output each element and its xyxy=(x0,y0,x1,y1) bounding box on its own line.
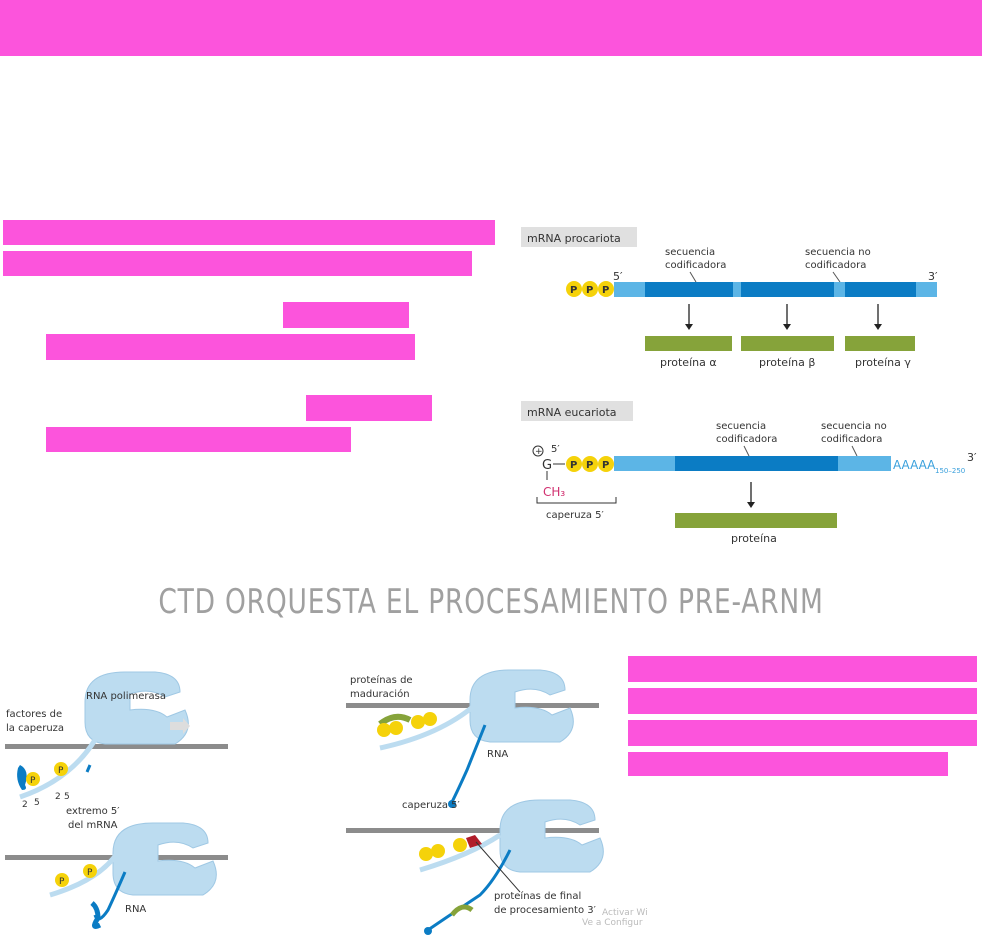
noncoding-label: codificadora xyxy=(821,434,882,445)
panel-2: P P RNA xyxy=(5,822,228,929)
p-label: P xyxy=(570,460,577,471)
highlight-bar xyxy=(628,752,948,776)
plus-sign: + xyxy=(535,447,543,457)
panel-3: proteínas de maduración RNA caperuza 5′ xyxy=(346,669,599,811)
eukaryote-panel: mRNA eucariota secuencia codificadora se… xyxy=(521,401,977,545)
cap-factor-icon xyxy=(17,765,27,790)
mrna-comparison-figure: mRNA procariota secuencia codificadora s… xyxy=(521,227,977,545)
position-label: 2 xyxy=(22,800,28,810)
maturation-protein-icon xyxy=(378,713,412,727)
prokaryote-label: mRNA procariota xyxy=(527,232,621,245)
highlight-bar xyxy=(283,302,409,328)
coding-label: codificadora xyxy=(665,260,726,271)
panel-4: proteínas de final de procesamiento 3′ xyxy=(346,799,604,935)
phosphate-group: P P P xyxy=(566,281,614,297)
highlight-bar xyxy=(3,220,495,245)
maturation-label: maduración xyxy=(350,688,410,700)
p-label: P xyxy=(602,285,609,296)
panel-1: P P RNA polimerasa factores de la caperu… xyxy=(5,671,228,831)
coding-label: codificadora xyxy=(716,434,777,445)
position-label: 5 xyxy=(34,798,40,808)
protein-alpha-label: proteína α xyxy=(660,356,717,369)
protein-beta-label: proteína β xyxy=(759,356,815,369)
maturation-label: proteínas de xyxy=(350,674,413,686)
highlight-bar xyxy=(628,688,977,714)
cap-label: caperuza 5′ xyxy=(402,800,460,811)
p-label: P xyxy=(59,877,65,887)
watermark-line: Ve a Configur xyxy=(582,918,643,928)
end-proteins-label: de procesamiento 3′ xyxy=(494,905,597,916)
rna-label: RNA xyxy=(487,749,508,760)
position-label: 2 xyxy=(55,792,61,802)
header-banner xyxy=(0,0,982,56)
p-label: P xyxy=(602,460,609,471)
end-proteins-label: proteínas de final xyxy=(494,890,581,902)
rna-label: RNA xyxy=(125,904,146,915)
coding-label: secuencia xyxy=(716,421,766,432)
cap-label: caperuza 5′ xyxy=(546,510,604,521)
highlight-bar xyxy=(628,656,977,682)
eukaryote-label: mRNA eucariota xyxy=(527,406,617,419)
p-label: P xyxy=(87,868,93,878)
cap-factors-label: factores de xyxy=(6,709,62,720)
noncoding-label: secuencia no xyxy=(821,421,887,432)
five-end-label: extremo 5′ xyxy=(66,806,120,817)
coding-label: secuencia xyxy=(665,247,715,258)
activation-watermark: Activar Wi Ve a Configur xyxy=(582,908,648,928)
capping-process-figure: P P RNA polimerasa factores de la caperu… xyxy=(5,669,604,935)
rna-polymerase-label: RNA polimerasa xyxy=(86,691,166,702)
protein-gamma-label: proteína γ xyxy=(855,356,911,369)
five-end-label: del mRNA xyxy=(68,820,118,831)
highlight-bar xyxy=(3,251,472,276)
noncoding-label: codificadora xyxy=(805,260,866,271)
cap-factors-label: la caperuza xyxy=(6,723,64,734)
highlight-bar xyxy=(306,395,432,421)
three-prime-label: 3′ xyxy=(928,270,938,283)
highlight-bar xyxy=(628,720,977,746)
prokaryote-panel: mRNA procariota secuencia codificadora s… xyxy=(521,227,938,369)
highlight-bar xyxy=(46,334,415,360)
p-label: P xyxy=(586,285,593,296)
protein-label: proteína xyxy=(731,532,777,545)
p-label: P xyxy=(570,285,577,296)
section-title: CTD ORQUESTA EL PROCESAMIENTO PRE-ARNM xyxy=(158,582,824,622)
p-label: P xyxy=(586,460,593,471)
poly-a-tail: AAAAA xyxy=(893,458,936,472)
position-label: 5 xyxy=(64,792,70,802)
five-prime-label: 5′ xyxy=(613,270,623,283)
three-prime-label: 3′ xyxy=(967,451,977,464)
highlight-bar xyxy=(46,427,351,452)
p-label: P xyxy=(30,776,36,786)
guanine-label: G xyxy=(542,458,552,473)
poly-a-length: 150–250 xyxy=(935,467,965,475)
p-label: P xyxy=(58,766,64,776)
noncoding-label: secuencia no xyxy=(805,247,871,258)
five-prime-label: 5′ xyxy=(551,444,560,455)
watermark-line: Activar Wi xyxy=(602,908,648,918)
cap-factor-icon xyxy=(90,901,102,929)
methyl-label: CH₃ xyxy=(543,485,565,499)
